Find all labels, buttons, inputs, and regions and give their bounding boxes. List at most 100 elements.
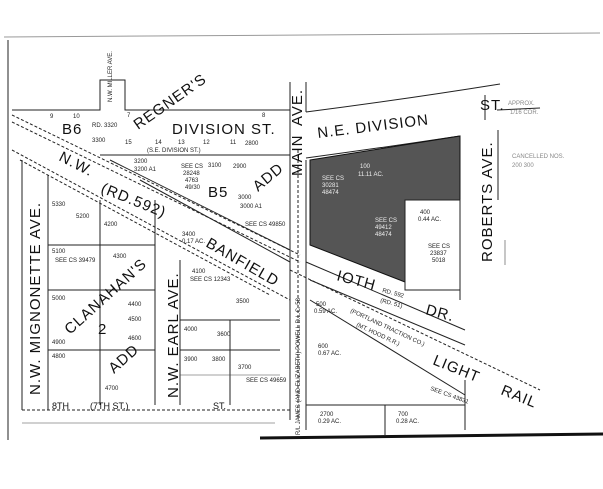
parcel-400-ac: 0.44 AC.	[418, 217, 441, 223]
label-rd-592: RD. 592	[381, 288, 404, 300]
parcel-3400-ac: 0.17 AC.	[182, 239, 205, 245]
parcel-4600: 4600	[128, 336, 142, 342]
lot-number: 11	[230, 140, 237, 146]
label-miller-ave: N.W. MILLER AVE.	[108, 51, 114, 102]
label-regners-add: ADD	[250, 160, 287, 195]
parcel-see-cs-49850: SEE CS 49850	[245, 222, 286, 228]
parcel-600: 600	[318, 344, 329, 350]
label-main: MAIN	[289, 135, 306, 177]
label-light: LIGHT	[431, 352, 483, 386]
parcel-cs-5018: 5018	[432, 258, 446, 264]
lot-number: 7	[127, 113, 131, 119]
parcel-cs-4930: 49/30	[185, 185, 201, 191]
label-powell-dlc: R/L JAMES (AND ELIZABETH) POWELL D.L.C. …	[296, 297, 302, 435]
parcel-see-cs-28248: SEE CS	[181, 164, 203, 170]
parcel-see-cs-12343: SEE CS 12343	[190, 277, 231, 283]
parcel-400-box	[404, 199, 461, 291]
label-rail: RAIL	[499, 382, 540, 412]
label-rd-51: (RD. 51)	[379, 298, 402, 310]
parcel-5100: 5100	[52, 249, 66, 255]
west-block-lines	[21, 160, 290, 424]
parcel-3200: 3200	[134, 159, 148, 165]
lot-number: 13	[178, 140, 185, 146]
parcel-100-ac: 11.11 AC.	[358, 172, 384, 178]
label-roberts-ave: ROBERTS AVE.	[479, 141, 496, 262]
parcel-3200-a1: 3200 A1	[134, 167, 157, 173]
lot-numbers: 9 10 7 8 15 14 13 12 11	[50, 113, 266, 146]
parcel-3500: 3500	[236, 299, 250, 305]
label-clanahans-add: ADD	[105, 341, 142, 377]
parcel-100: 100	[360, 164, 371, 170]
parcel-600-ac: 0.67 AC.	[318, 351, 341, 357]
map-bottom-border	[259, 432, 603, 440]
parcel-2800: 2800	[245, 141, 259, 147]
label-se-division-st: (S.E. DIVISION ST.)	[147, 148, 201, 154]
parcel-3600: 3600	[217, 332, 231, 338]
label-ne-division-st: ST.	[480, 97, 505, 114]
label-8th: 8TH	[52, 401, 69, 411]
parcel-cs-4763: 4763	[185, 178, 199, 184]
label-block-2: 2	[98, 321, 107, 338]
parcel-4400: 4400	[128, 302, 142, 308]
parcel-2700: 2700	[320, 412, 334, 418]
parcel-cs-48474: 48474	[322, 190, 339, 196]
parcel-4700: 4700	[105, 386, 119, 392]
parcel-4800: 4800	[52, 354, 66, 360]
parcel-see-cs-39479: SEE CS 39479	[55, 258, 96, 264]
parcel-400: 400	[420, 210, 431, 216]
banfield-freeway-lines	[11, 114, 541, 396]
label-division-st: DIVISION ST.	[172, 121, 276, 138]
parcel-cs-28248: 28248	[183, 171, 200, 177]
parcel-3000: 3000	[238, 195, 252, 201]
parcel-4200: 4200	[104, 222, 118, 228]
division-street-lines	[12, 79, 290, 156]
parcel-see-cs-49659: SEE CS 49659	[246, 378, 287, 384]
southeast-parcel-lines	[306, 404, 465, 435]
label-7th-st: (7TH ST.)	[90, 401, 129, 411]
parcel-3400: 3400	[182, 232, 196, 238]
label-main-ave: AVE.	[289, 89, 306, 126]
parcel-5000: 5000	[52, 296, 66, 302]
lot-number: 14	[155, 140, 162, 146]
parcel-4500: 4500	[128, 317, 142, 323]
label-1-16-cor: 1/16 COR.	[510, 110, 539, 116]
parcel-3100: 3100	[208, 163, 222, 169]
parcel-see-cs-23837: SEE CS	[428, 244, 450, 250]
label-10th: IOTH	[335, 267, 378, 294]
parcel-see-cs-mid: SEE CS	[375, 218, 397, 224]
parcel-3300: 3300	[92, 138, 106, 144]
parcel-3700: 3700	[238, 365, 252, 371]
label-8th-st: ST.	[213, 401, 226, 411]
parcel-500-ac: 0.59 AC.	[314, 309, 337, 315]
label-10th-dr: DR.	[424, 301, 456, 325]
parcel-cs-49412: 49412	[375, 225, 392, 231]
parcel-4000: 4000	[184, 327, 198, 333]
parcel-2700-ac: 0.29 AC.	[318, 419, 341, 425]
parcel-3900: 3900	[184, 357, 198, 363]
parcel-4900: 4900	[52, 340, 66, 346]
parcel-4100: 4100	[192, 269, 206, 275]
parcel-5200: 5200	[76, 214, 90, 220]
parcel-3800: 3800	[212, 357, 226, 363]
parcel-5330: 5330	[52, 202, 66, 208]
parcel-see-cs-30281: SEE CS	[322, 176, 344, 182]
lot-number: 10	[73, 114, 80, 120]
label-approx: APPROX.	[508, 101, 535, 107]
parcel-cs-48474b: 48474	[375, 232, 392, 238]
lot-number: 15	[125, 140, 132, 146]
label-cancelled-nums: 200 300	[512, 163, 534, 169]
label-mignonette-ave: N.W. MIGNONETTE AVE.	[27, 202, 44, 395]
label-rd3320: RD. 3320	[92, 123, 118, 129]
parcel-700: 700	[398, 412, 409, 418]
label-earl-ave: N.W. EARL AVE.	[165, 272, 182, 398]
label-block-b6: B6	[62, 121, 82, 138]
parcel-4300: 4300	[113, 254, 127, 260]
lot-number: 12	[203, 140, 210, 146]
parcel-3000-a1: 3000 A1	[240, 204, 263, 210]
lot-number: 9	[50, 114, 54, 120]
parcel-700-ac: 0.28 AC.	[396, 419, 419, 425]
parcel-cs-23837: 23837	[430, 251, 447, 257]
parcel-see-cs-43831: SEE CS 43831	[429, 386, 470, 406]
lot-number: 8	[262, 113, 266, 119]
